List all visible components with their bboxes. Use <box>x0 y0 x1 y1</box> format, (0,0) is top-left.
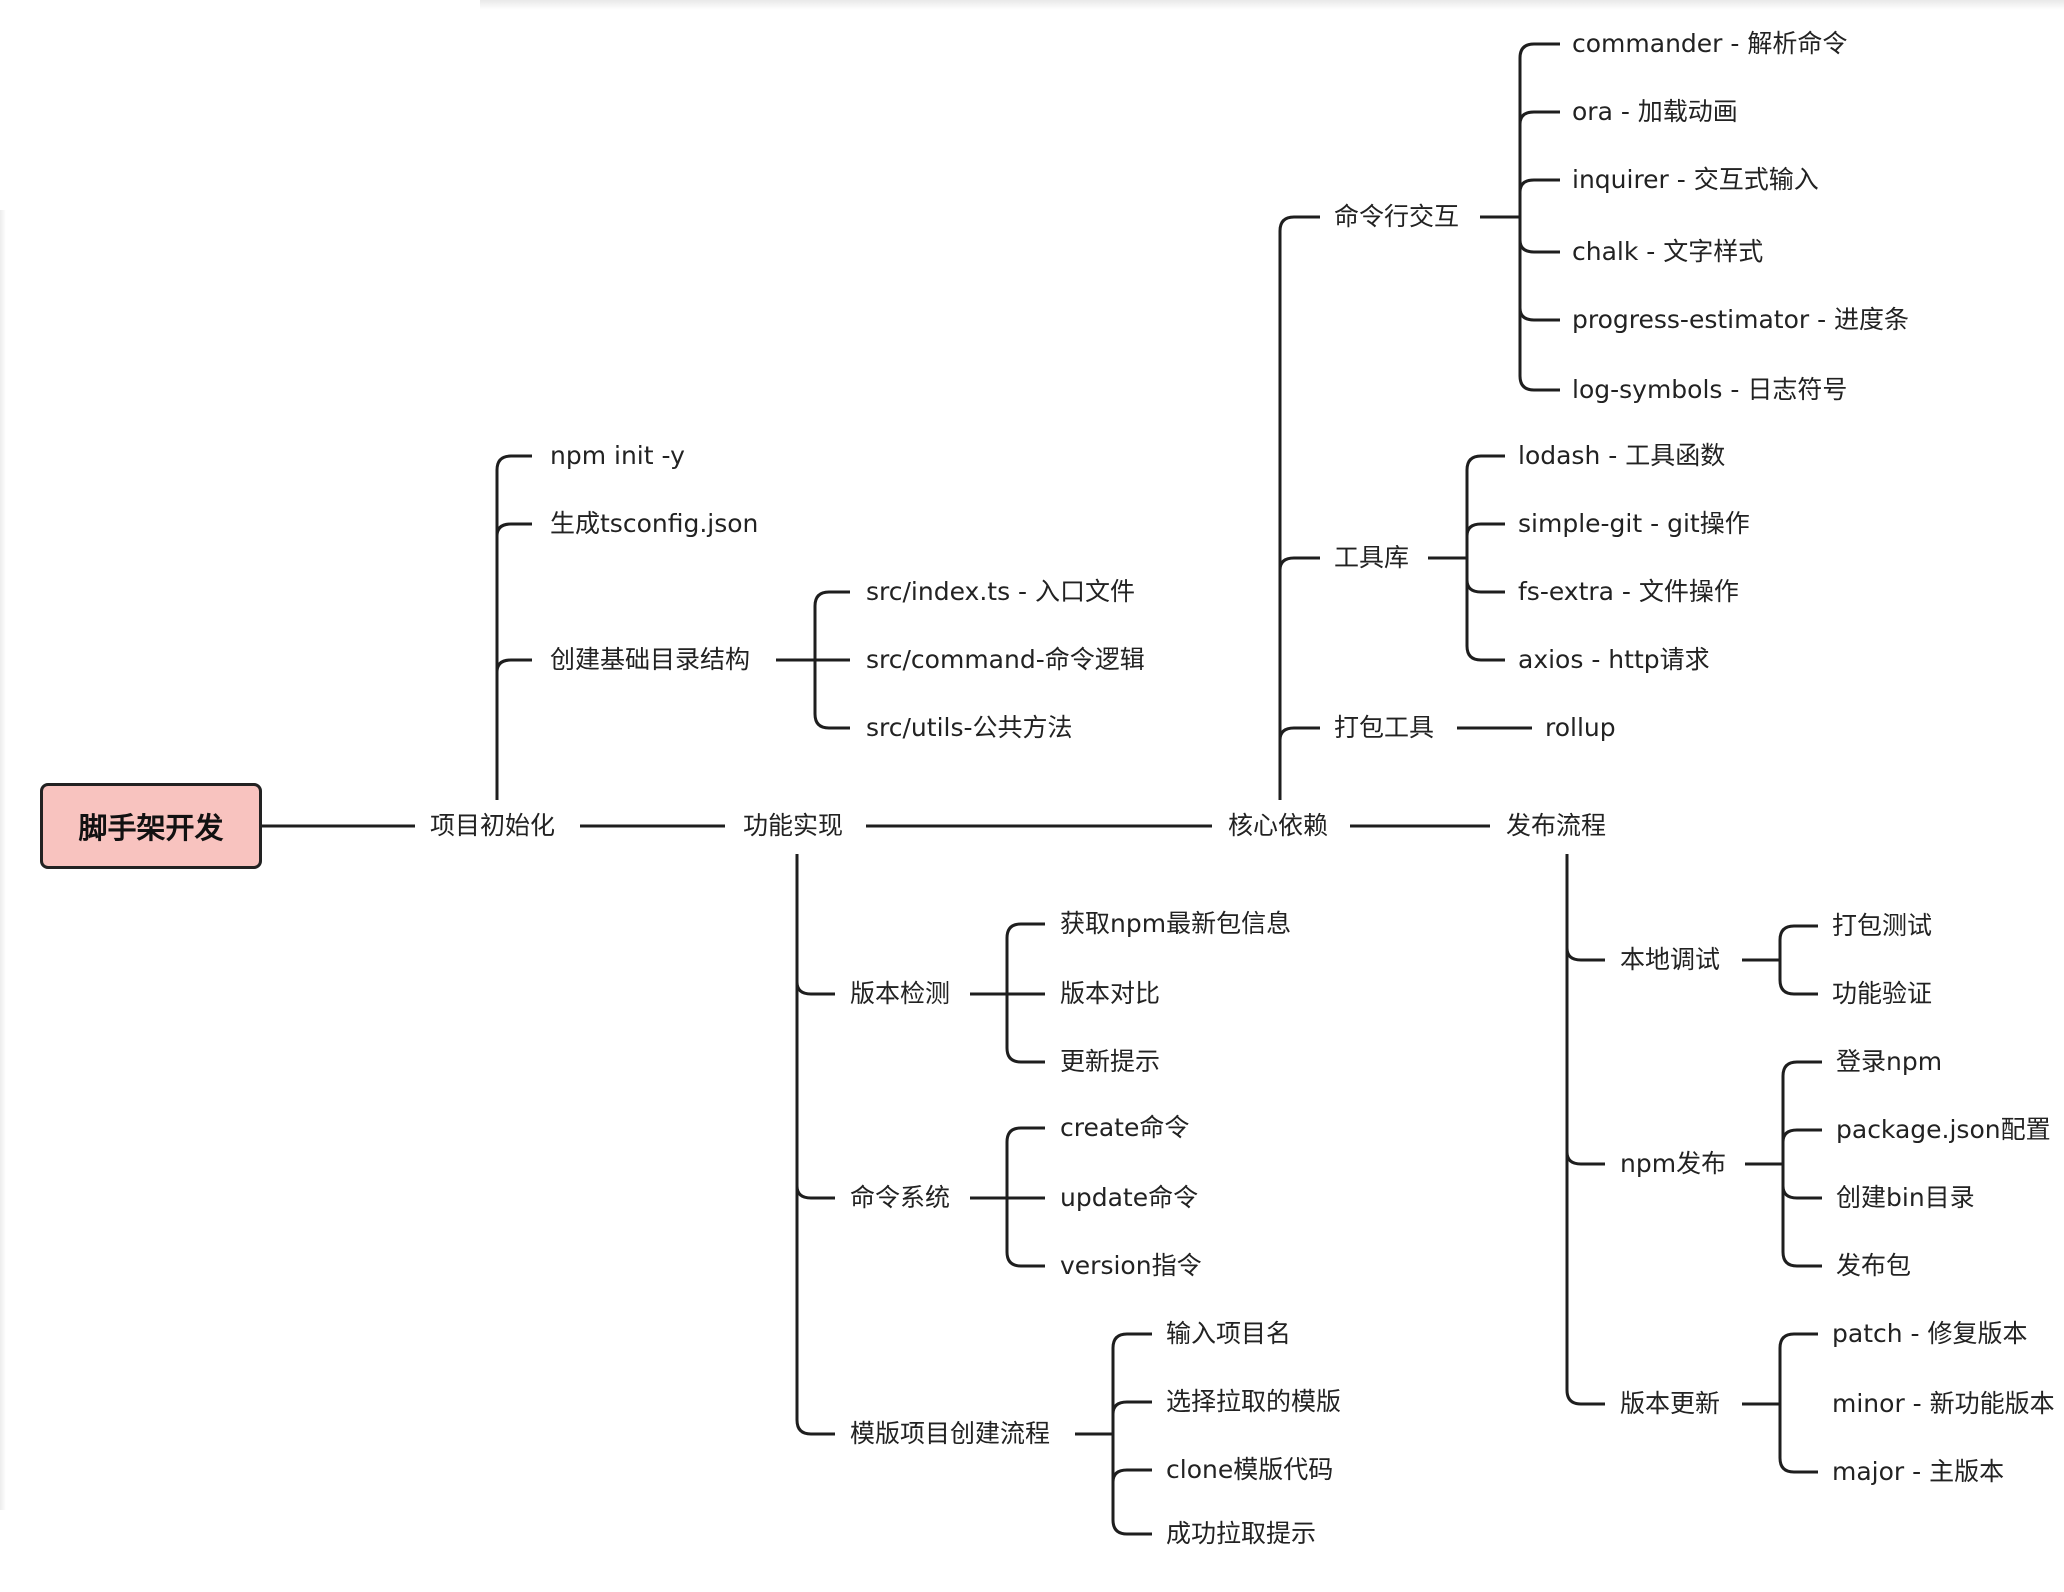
node-command-system[interactable]: 命令系统 <box>850 1183 951 1212</box>
tick-npm-2 <box>1781 1128 1822 1143</box>
bracket-features <box>795 854 835 1436</box>
tick-cli-2 <box>1518 110 1560 125</box>
node-cli-chalk[interactable]: chalk - 文字样式 <box>1572 237 1764 266</box>
left-edge-shadow <box>0 210 6 1510</box>
node-utils-lodash[interactable]: lodash - 工具函数 <box>1518 441 1726 470</box>
node-local-verify[interactable]: 功能验证 <box>1832 979 1933 1008</box>
tick-cli-5 <box>1518 307 1560 322</box>
node-tpl-clone[interactable]: clone模版代码 <box>1166 1455 1334 1484</box>
tick-init-tsconfig <box>495 522 532 537</box>
top-edge-shadow <box>480 0 2064 10</box>
node-ver-minor[interactable]: minor - 新功能版本 <box>1832 1389 2055 1418</box>
node-tpl-select[interactable]: 选择拉取的模版 <box>1166 1387 1342 1416</box>
node-utils-simplegit[interactable]: simple-git - git操作 <box>1518 509 1750 538</box>
node-npm-pkgjson[interactable]: package.json配置 <box>1836 1115 2051 1144</box>
tick-publish-local <box>1565 947 1605 962</box>
tick-deps-bundle <box>1278 726 1320 741</box>
tick-deps-utils <box>1278 556 1320 571</box>
node-features[interactable]: 功能实现 <box>743 811 844 840</box>
tick-cli-3 <box>1518 178 1560 193</box>
node-ver-major[interactable]: major - 主版本 <box>1832 1457 2005 1486</box>
node-version-check[interactable]: 版本检测 <box>850 979 951 1008</box>
node-tpl-name[interactable]: 输入项目名 <box>1166 1319 1292 1348</box>
bracket-publish <box>1565 854 1605 1406</box>
bracket-template <box>1111 1332 1152 1536</box>
node-vc-compare[interactable]: 版本对比 <box>1060 979 1161 1008</box>
node-cmd-update[interactable]: update命令 <box>1060 1183 1199 1212</box>
bracket-cli <box>1518 42 1560 392</box>
node-create-dirs[interactable]: 创建基础目录结构 <box>550 645 751 674</box>
node-vc-hint[interactable]: 更新提示 <box>1060 1047 1161 1076</box>
node-tsconfig[interactable]: 生成tsconfig.json <box>550 509 759 538</box>
node-template-flow[interactable]: 模版项目创建流程 <box>850 1419 1051 1448</box>
node-tpl-success[interactable]: 成功拉取提示 <box>1166 1519 1317 1548</box>
node-utils-axios[interactable]: axios - http请求 <box>1518 645 1710 674</box>
node-local-debug[interactable]: 本地调试 <box>1620 945 1721 974</box>
node-ver-patch[interactable]: patch - 修复版本 <box>1832 1319 2028 1348</box>
node-cli-ora[interactable]: ora - 加载动画 <box>1572 97 1738 126</box>
root-node[interactable]: 脚手架开发 <box>40 783 262 869</box>
node-dir-index[interactable]: src/index.ts - 入口文件 <box>866 577 1136 606</box>
tick-utils-3 <box>1465 579 1505 594</box>
node-utils-lib[interactable]: 工具库 <box>1334 543 1410 572</box>
node-dir-command[interactable]: src/command-命令逻辑 <box>866 645 1145 674</box>
tick-publish-npm <box>1565 1151 1605 1166</box>
node-version-update[interactable]: 版本更新 <box>1620 1389 1721 1418</box>
node-npm-publish[interactable]: npm发布 <box>1620 1149 1727 1178</box>
node-cmd-create[interactable]: create命令 <box>1060 1113 1190 1142</box>
node-project-init[interactable]: 项目初始化 <box>430 811 556 840</box>
node-publish[interactable]: 发布流程 <box>1506 811 1607 840</box>
node-npm-init[interactable]: npm init -y <box>550 441 685 470</box>
node-bundle-rollup[interactable]: rollup <box>1545 713 1616 742</box>
node-npm-login[interactable]: 登录npm <box>1836 1047 1943 1076</box>
bracket-local <box>1778 924 1818 996</box>
tick-npm-3 <box>1781 1185 1822 1200</box>
node-core-deps[interactable]: 核心依赖 <box>1228 811 1329 840</box>
node-cmd-version[interactable]: version指令 <box>1060 1251 1202 1280</box>
node-cli[interactable]: 命令行交互 <box>1334 202 1460 231</box>
tick-features-commands <box>795 1185 835 1200</box>
node-vc-fetch[interactable]: 获取npm最新包信息 <box>1060 909 1292 938</box>
node-cli-inquirer[interactable]: inquirer - 交互式输入 <box>1572 165 1819 194</box>
node-local-build[interactable]: 打包测试 <box>1832 911 1933 940</box>
tick-utils-2 <box>1465 522 1505 537</box>
tick-template-2 <box>1111 1400 1152 1415</box>
tick-features-version <box>795 981 835 996</box>
tick-cli-4 <box>1518 239 1560 254</box>
node-bundle[interactable]: 打包工具 <box>1334 713 1435 742</box>
bracket-dirs <box>813 590 850 730</box>
node-cli-commander[interactable]: commander - 解析命令 <box>1572 29 1848 58</box>
node-utils-fsextra[interactable]: fs-extra - 文件操作 <box>1518 577 1739 606</box>
tick-init-dirs <box>495 658 532 673</box>
bracket-utils <box>1465 454 1505 662</box>
bracket-deps <box>1278 215 1320 800</box>
node-cli-logsymbols[interactable]: log-symbols - 日志符号 <box>1572 375 1848 404</box>
node-cli-progress[interactable]: progress-estimator - 进度条 <box>1572 305 1910 334</box>
node-npm-bin[interactable]: 创建bin目录 <box>1836 1183 1975 1212</box>
bracket-version-check <box>1005 922 1045 1064</box>
node-npm-release[interactable]: 发布包 <box>1836 1251 1912 1280</box>
bracket-version-update <box>1778 1332 1818 1474</box>
bracket-commands <box>1005 1126 1045 1268</box>
node-dir-utils[interactable]: src/utils-公共方法 <box>866 713 1073 742</box>
bracket-npm <box>1781 1060 1822 1268</box>
tick-template-3 <box>1111 1468 1152 1483</box>
bracket-init <box>495 454 532 800</box>
